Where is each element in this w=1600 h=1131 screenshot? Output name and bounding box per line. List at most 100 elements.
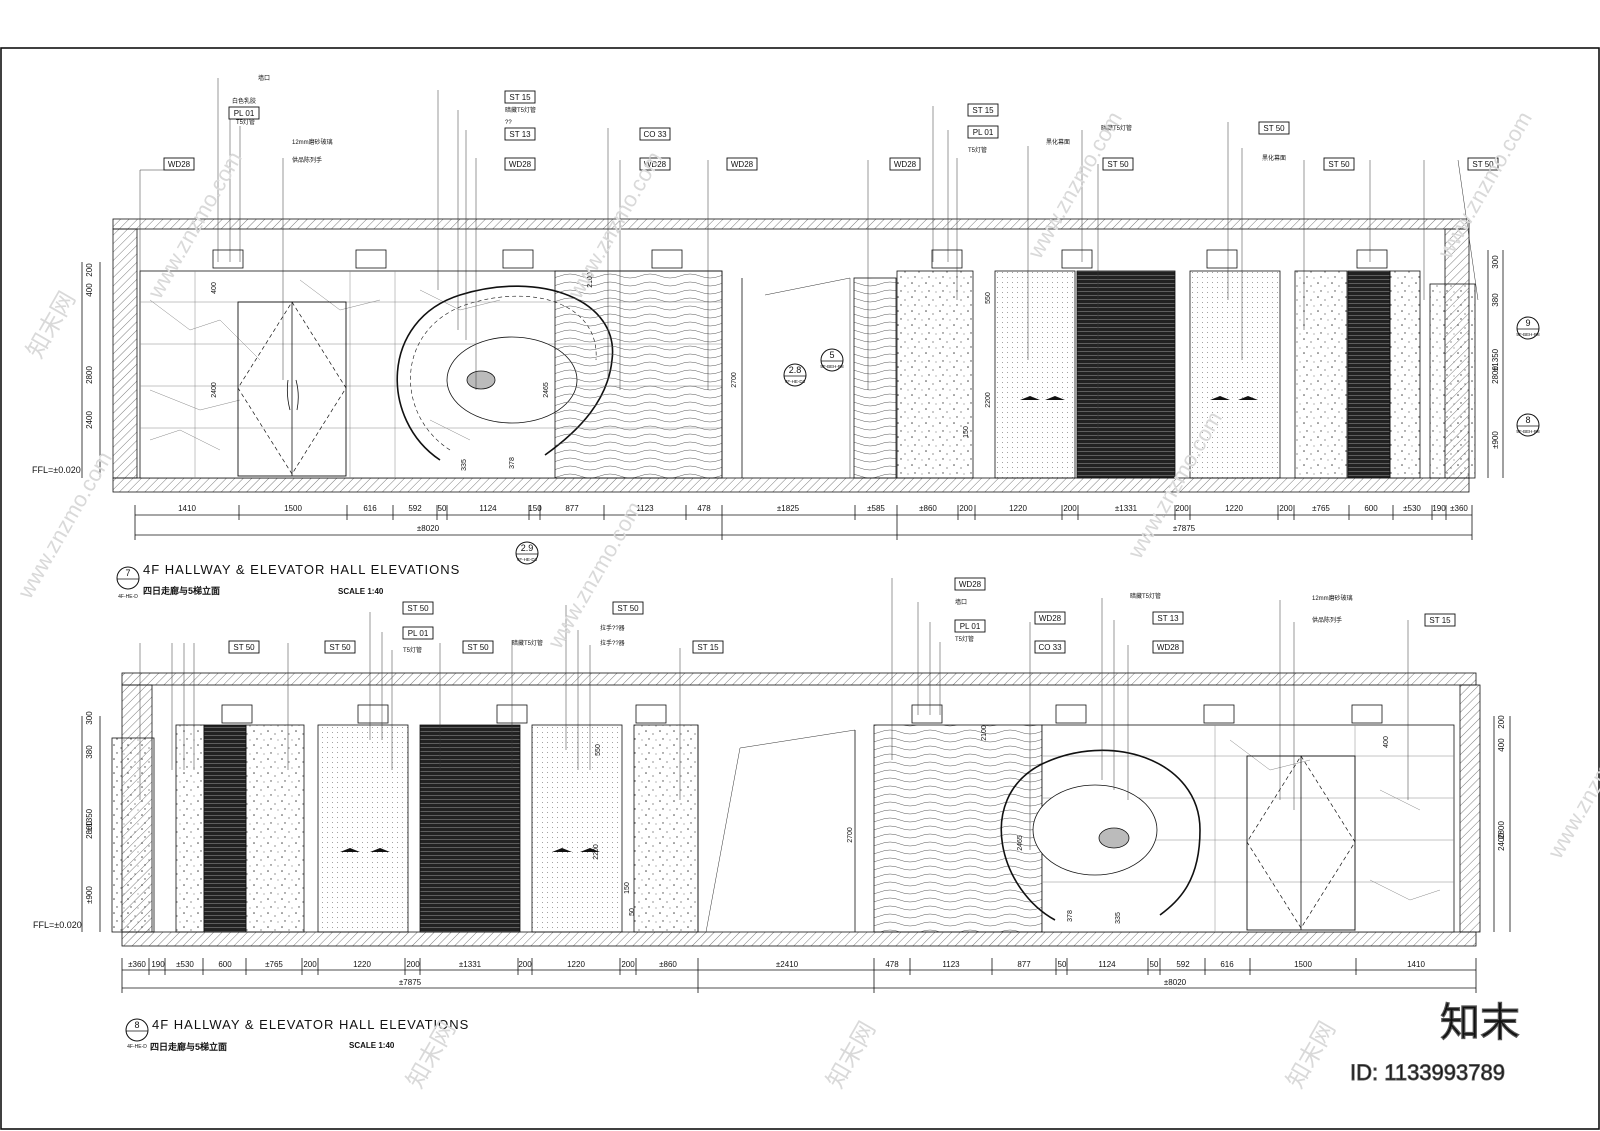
material-tag-label: ST 13 [1157,614,1179,623]
section-callout [783,363,807,387]
annotation-note: 暗藏T5灯管 [505,106,536,114]
dimension-label: 2700 [847,827,854,843]
dimension-label: 2400 [1497,833,1506,851]
annotation-note: 墙口 [955,598,967,606]
dimension-label: 1124 [479,504,497,513]
material-tag-label: WD28 [509,160,532,169]
dimension-label: 378 [509,457,516,469]
dimension-label: 400 [1383,736,1390,748]
material-tag-label: WD28 [644,160,667,169]
material-tag [1102,157,1134,171]
material-tag [1258,121,1290,135]
dimension-label: 150 [963,426,970,438]
dimension-label: 2800 [85,366,94,384]
dimension-label: 50 [1150,960,1159,969]
material-tag-label: WD28 [1039,614,1062,623]
dimension-label: 600 [218,960,232,969]
dimension-label: ±8020 [417,524,440,533]
section-callout [1516,316,1540,340]
dimension-label: 2200 [593,844,600,860]
dimension-label: 2400 [85,411,94,429]
elevation-subtitle: 四日走廊与5梯立面 [143,585,220,596]
dimension-label: ±585 [867,504,885,513]
dimension-label: 2400 [211,382,218,398]
top-elevation [81,78,1504,540]
material-tag-label: ST 50 [1107,160,1129,169]
material-tag [967,103,999,117]
material-tag [1467,157,1499,171]
material-tag [1323,157,1355,171]
dimension-label: ±8020 [1164,978,1187,987]
dimension-label: ±1350 [85,808,94,831]
dimension-label: 1124 [1098,960,1116,969]
dimension-label: 616 [363,504,377,513]
callout-ref: 5F-BEH-R8 [820,364,844,369]
material-tag-label: ST 15 [509,93,531,102]
dimension-label: 200 [1175,504,1189,513]
annotation-note: 供品陈列手 [292,156,322,164]
material-tag [402,626,434,640]
material-tag [1034,611,1066,625]
dimension-label: 50 [438,504,447,513]
dimension-label: 1500 [1294,960,1312,969]
dimension-label: 592 [408,504,422,513]
material-tag [163,157,195,171]
material-tag [692,640,724,654]
material-tag-label: ST 50 [1328,160,1350,169]
section-callout [125,1018,149,1042]
dimension-label: 2100 [587,272,594,288]
material-tag-label: ST 50 [467,643,489,652]
dimension-label: ±530 [1403,504,1421,513]
dimension-label: ±7875 [399,978,422,987]
dimension-label: 200 [85,263,94,277]
dimension-label: 478 [885,960,899,969]
dimension-label: 190 [151,960,165,969]
watermark-site: www.znzmo.com [1022,107,1127,263]
dimension-label: 1123 [942,960,960,969]
dimension-label: 1220 [567,960,585,969]
annotation-note: 黑化幕面 [1046,138,1070,146]
dimension-label: ±530 [176,960,194,969]
callout-number: 5 [829,350,834,360]
material-tag [639,157,671,171]
dimension-label: ±765 [1312,504,1330,513]
material-tag [1424,613,1456,627]
dimension-label: 2465 [543,382,550,398]
dimension-label: ±1331 [1115,504,1138,513]
dimension-label: ±860 [659,960,677,969]
watermark-site: www.znzmo.com [1432,107,1537,263]
elevation-tag-ref: 4F-HE-D [118,594,138,600]
material-tag-label: WD28 [959,580,982,589]
annotation-note: 拉手??器 [600,624,625,632]
material-tag [504,90,536,104]
dimension-label: 50 [629,908,636,916]
dimension-label: 150 [624,882,631,894]
material-tag [726,157,758,171]
elevation-tag-ref: 4F-HE-D [127,1044,147,1050]
material-tag-label: WD28 [168,160,191,169]
dimension-label: 2800 [1497,821,1506,839]
dimension-label: 200 [621,960,635,969]
dimension-label: 2100 [981,725,988,741]
callout-number: 2.9 [521,543,534,553]
material-tag-label: ST 50 [1263,124,1285,133]
dimension-label: 200 [1497,715,1506,729]
material-tag-label: ST 50 [617,604,639,613]
material-tag-label: ST 15 [697,643,719,652]
dimension-label: ±900 [85,886,94,904]
dimension-label: 877 [1017,960,1031,969]
dimension-label: 550 [595,744,602,756]
material-tag [504,127,536,141]
material-tag-label: ST 50 [1472,160,1494,169]
material-tag [889,157,921,171]
dimension-label: 400 [211,282,218,294]
dimension-label: 1220 [353,960,371,969]
watermark-cn: 知末网 [822,1017,881,1093]
material-tag [402,601,434,615]
material-tag [967,125,999,139]
dimension-label: 200 [1279,504,1293,513]
dimension-label: 592 [1176,960,1190,969]
annotation-note: 12mm磨砂玻璃 [1312,594,1353,602]
dimension-label: ±860 [919,504,937,513]
section-callout [515,541,539,565]
